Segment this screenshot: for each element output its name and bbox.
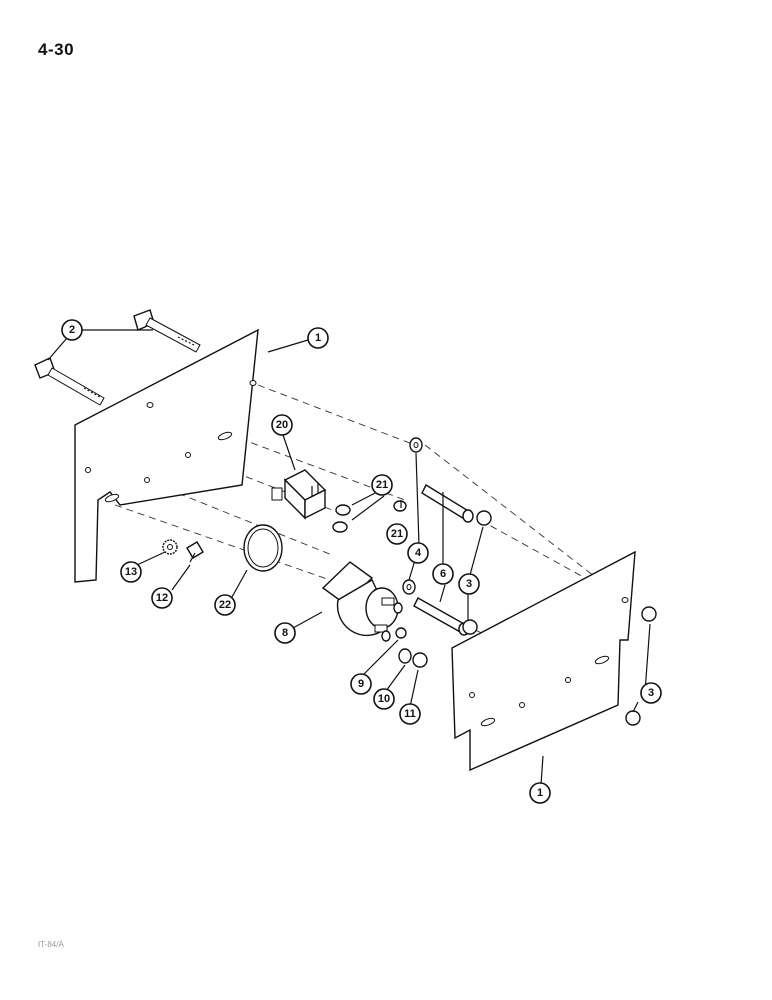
callout-9: 9 [350, 673, 372, 695]
callout-12: 12 [151, 587, 173, 609]
spacer-upper [421, 484, 474, 523]
svg-text:2: 2 [69, 324, 75, 336]
nuts-3 [462, 510, 657, 726]
callout-3-lower: 3 [640, 682, 662, 704]
page-number: 4-30 [38, 40, 75, 59]
svg-text:21: 21 [376, 479, 388, 491]
clamp-ring [243, 524, 283, 572]
svg-text:20: 20 [276, 419, 288, 431]
callout-2: 2 [61, 319, 83, 341]
washers [402, 437, 423, 595]
svg-text:21: 21 [391, 528, 403, 540]
footer-code: IT-84/A [38, 940, 64, 949]
right-bracket-plate [451, 550, 636, 772]
bolt-upper [133, 309, 201, 353]
svg-text:1: 1 [537, 787, 543, 799]
callout-20: 20 [271, 414, 293, 436]
lock-washer-13 [162, 539, 178, 555]
callout-11: 11 [399, 703, 421, 725]
terminal-nuts [332, 500, 407, 533]
svg-text:11: 11 [404, 708, 416, 720]
callout-8: 8 [274, 622, 296, 644]
callout-13: 13 [120, 561, 142, 583]
svg-text:4: 4 [415, 547, 422, 559]
callout-21-upper: 21 [371, 474, 393, 496]
svg-text:6: 6 [440, 568, 446, 580]
circuit-breaker [271, 469, 327, 520]
callout-10: 10 [373, 688, 395, 710]
bolt-lower [34, 357, 105, 406]
left-bracket-plate [74, 328, 259, 583]
leader-lines [47, 329, 651, 786]
spacer-lower [413, 597, 470, 636]
svg-text:12: 12 [156, 592, 168, 604]
screw-12 [186, 541, 204, 563]
svg-text:3: 3 [466, 578, 472, 590]
callout-6: 6 [432, 563, 454, 585]
svg-text:22: 22 [219, 599, 231, 611]
svg-text:8: 8 [282, 627, 288, 639]
svg-text:9: 9 [358, 678, 364, 690]
solenoid-hardware [395, 627, 428, 668]
svg-text:1: 1 [315, 332, 321, 344]
callout-1-lower: 1 [529, 782, 551, 804]
callout-1-upper: 1 [307, 327, 329, 349]
callout-4: 4 [407, 542, 429, 564]
callout-21-lower: 21 [386, 523, 408, 545]
starter-solenoid [321, 561, 403, 642]
callout-3-upper: 3 [458, 573, 480, 595]
svg-text:13: 13 [125, 566, 137, 578]
callout-22: 22 [214, 594, 236, 616]
svg-text:10: 10 [378, 693, 390, 705]
svg-text:3: 3 [648, 687, 654, 699]
